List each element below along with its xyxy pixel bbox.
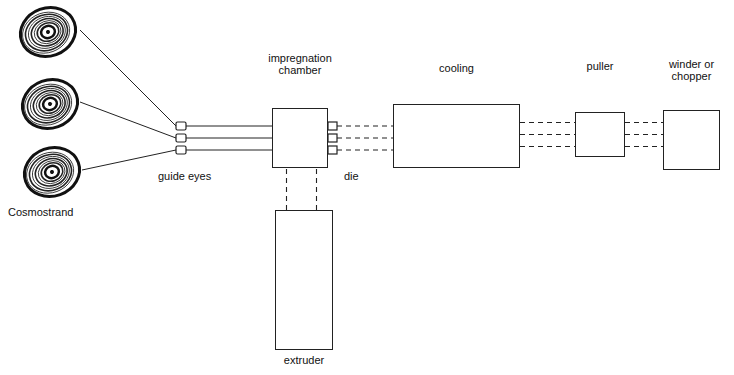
spool-hub xyxy=(43,164,60,180)
spool-core xyxy=(45,29,50,34)
guide-eye-group xyxy=(176,122,186,154)
guide-eye xyxy=(176,134,186,142)
box-label: puller xyxy=(570,60,630,73)
spool-winding xyxy=(22,81,74,129)
dashed-strand xyxy=(316,168,317,210)
process-box: cooling xyxy=(393,104,520,168)
box-label: cooling xyxy=(422,62,492,75)
box-label: extruder xyxy=(269,354,339,367)
dashed-strand xyxy=(625,134,663,135)
box-label: impregnation chamber xyxy=(261,52,339,77)
spool-hub xyxy=(41,96,58,112)
dashed-strand xyxy=(520,134,575,135)
spool-core xyxy=(49,169,54,174)
material-label: Cosmostrand xyxy=(8,206,73,219)
strand-line xyxy=(80,102,176,138)
dashed-strand xyxy=(328,149,393,150)
strand-line xyxy=(186,126,272,127)
spool-winding xyxy=(17,6,76,60)
strand-line xyxy=(186,150,272,151)
spool-winding xyxy=(37,92,64,116)
dashed-strand xyxy=(625,122,663,123)
die-nozzle xyxy=(328,122,337,130)
dashed-strand xyxy=(520,122,575,123)
strand-line xyxy=(80,30,176,126)
die-nozzle xyxy=(328,146,337,154)
part-label: guide eyes xyxy=(158,170,211,183)
spool xyxy=(15,72,84,136)
strand-line xyxy=(82,150,176,170)
spool-winding xyxy=(35,20,62,44)
spool-group xyxy=(13,0,86,204)
dashed-strand xyxy=(328,125,393,126)
spool-winding xyxy=(31,17,64,47)
strand-connector xyxy=(287,168,317,210)
part-label: die xyxy=(344,170,359,183)
process-box: extruder xyxy=(275,210,333,350)
spool-winding xyxy=(33,89,66,119)
spool-hub xyxy=(39,24,56,40)
strand-connector xyxy=(328,126,393,150)
spool-winding xyxy=(19,78,78,132)
process-box: winder or chopper xyxy=(663,110,720,170)
spool-winding xyxy=(21,146,80,200)
spool-winding xyxy=(24,11,70,53)
box-label: winder or chopper xyxy=(660,58,724,83)
strand-group xyxy=(80,30,272,170)
process-box: puller xyxy=(575,112,625,157)
spool-core xyxy=(47,101,52,106)
dashed-strand xyxy=(328,137,393,138)
strand-connector xyxy=(625,123,663,147)
spool xyxy=(17,140,86,204)
guide-eye xyxy=(176,146,186,154)
spool-winding xyxy=(29,86,69,122)
dashed-strand xyxy=(625,146,663,147)
die-nozzle xyxy=(328,134,337,142)
spool-flange xyxy=(15,72,84,136)
spool-winding xyxy=(39,160,66,184)
spool-winding xyxy=(24,149,76,197)
dashed-strand xyxy=(520,146,575,147)
spool-winding xyxy=(31,154,71,190)
spool-winding xyxy=(20,9,72,57)
spool-flange xyxy=(13,0,82,64)
guide-eye xyxy=(176,122,186,130)
process-box: impregnation chamber xyxy=(272,108,328,168)
spool-winding xyxy=(27,14,67,50)
strand-line xyxy=(186,138,272,139)
die-group xyxy=(328,122,337,154)
spool xyxy=(13,0,82,64)
dashed-strand xyxy=(286,168,287,210)
spool-winding xyxy=(26,83,72,125)
strand-connector xyxy=(520,123,575,147)
spool-winding xyxy=(28,151,74,193)
spool-winding xyxy=(35,157,68,187)
spool-flange xyxy=(17,140,86,204)
